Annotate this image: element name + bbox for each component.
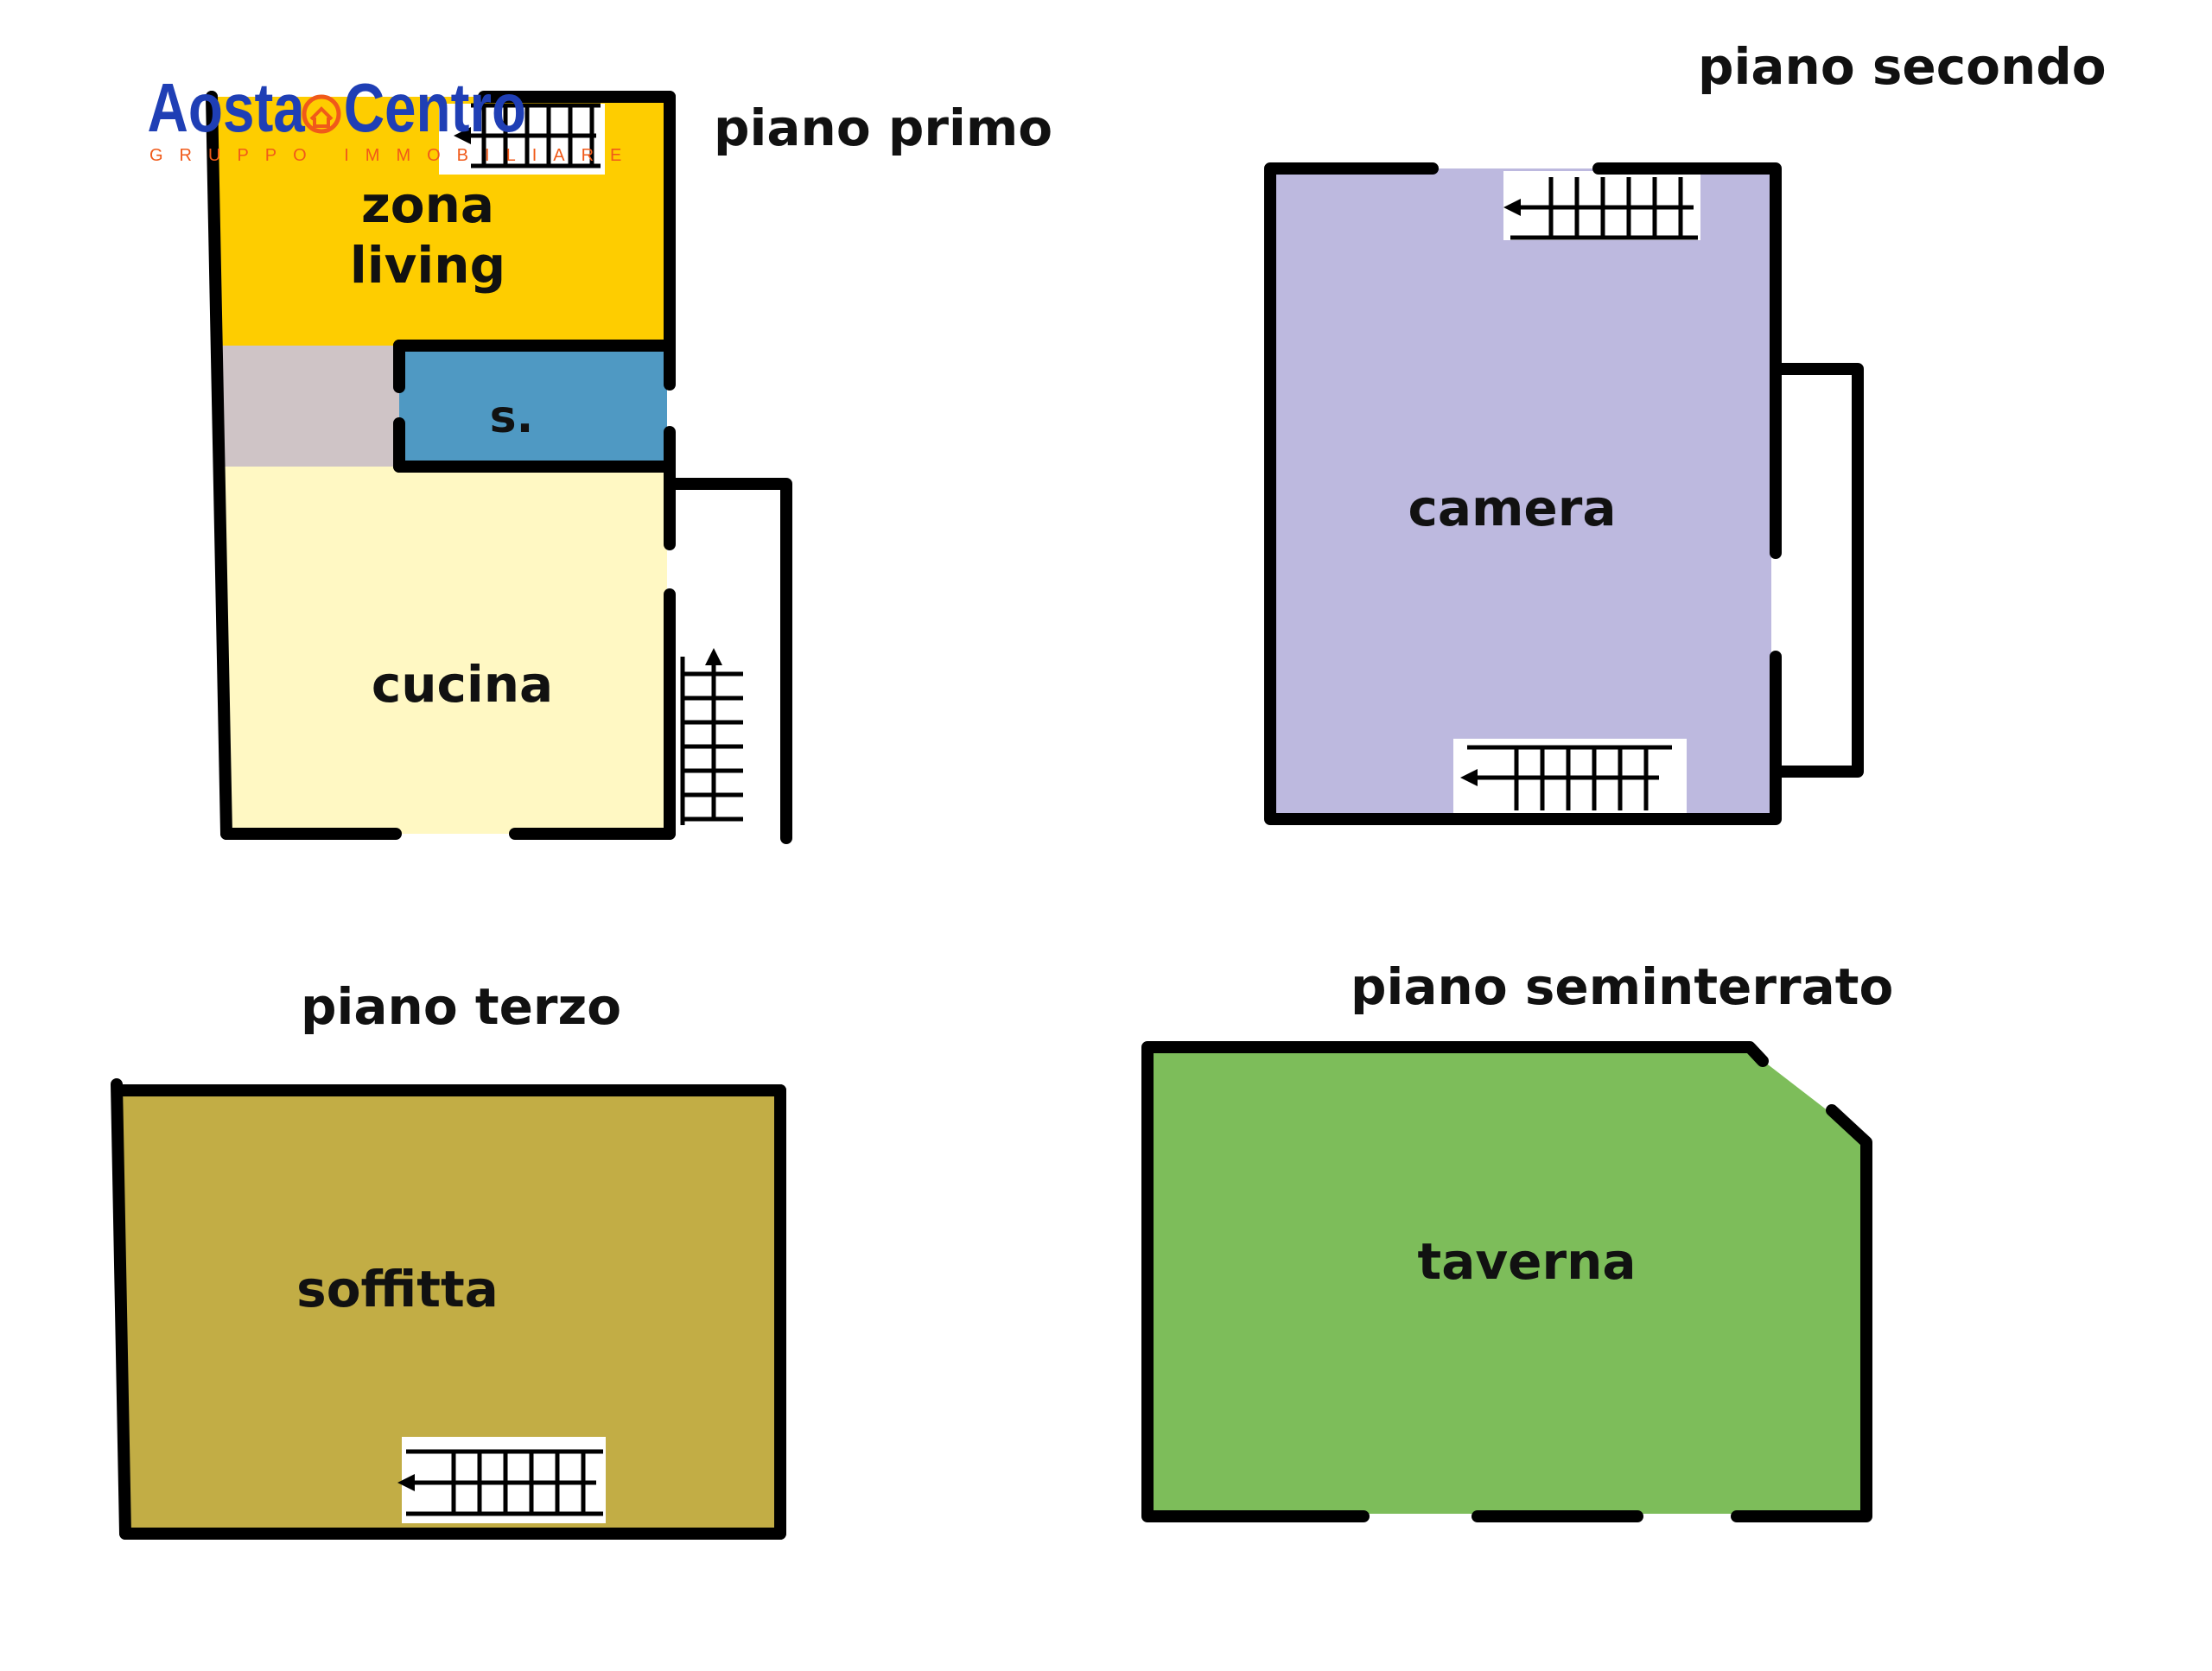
walls — [1141, 1041, 1872, 1522]
room-fill-bagno — [399, 349, 667, 463]
room-fill-disimpegno — [216, 346, 399, 467]
floor-plan-primo — [206, 91, 792, 844]
staircase-icon — [1453, 739, 1687, 815]
walls — [1264, 162, 1864, 825]
room-label-soffitta: soffitta — [296, 1260, 499, 1318]
walls — [206, 91, 792, 844]
room-label-cucina: cucina — [372, 655, 553, 714]
logo-brand-left: Aosta — [148, 69, 306, 147]
room-label-taverna: taverna — [1417, 1232, 1636, 1291]
floor-plan-secondo — [1264, 162, 1864, 825]
room-fill-cucina — [220, 467, 667, 834]
floor-title-terzo: piano terzo — [301, 977, 621, 1036]
floor-title-seminterrato: piano seminterrato — [1351, 957, 1893, 1016]
floor-title-secondo: piano secondo — [1698, 37, 2107, 96]
room-fill-camera — [1270, 168, 1771, 816]
floor-plan-seminterrato — [1141, 1041, 1872, 1522]
staircase-icon — [1503, 171, 1700, 240]
floor-title-primo: piano primo — [714, 98, 1052, 157]
room-label-bagno: s. — [490, 391, 534, 443]
room-label-camera: camera — [1408, 479, 1616, 537]
staircase-icon — [439, 103, 605, 175]
company-logo: Aosta Centro GRUPPO IMMOBILIARE — [148, 69, 638, 165]
room-fill-taverna — [1147, 1047, 1866, 1514]
staircase-icon — [680, 648, 743, 825]
room-fill-soffitta — [123, 1090, 778, 1529]
logo-tagline: GRUPPO IMMOBILIARE — [149, 146, 638, 165]
room-label-zona-living-line1: zona — [361, 175, 494, 234]
house-icon — [302, 94, 341, 134]
logo-brand-right: Centro — [344, 69, 526, 147]
walls — [111, 1078, 786, 1540]
room-label-zona-living-line2: living — [350, 236, 505, 295]
staircase-icon — [397, 1437, 606, 1523]
floor-plan-terzo — [111, 1078, 786, 1540]
